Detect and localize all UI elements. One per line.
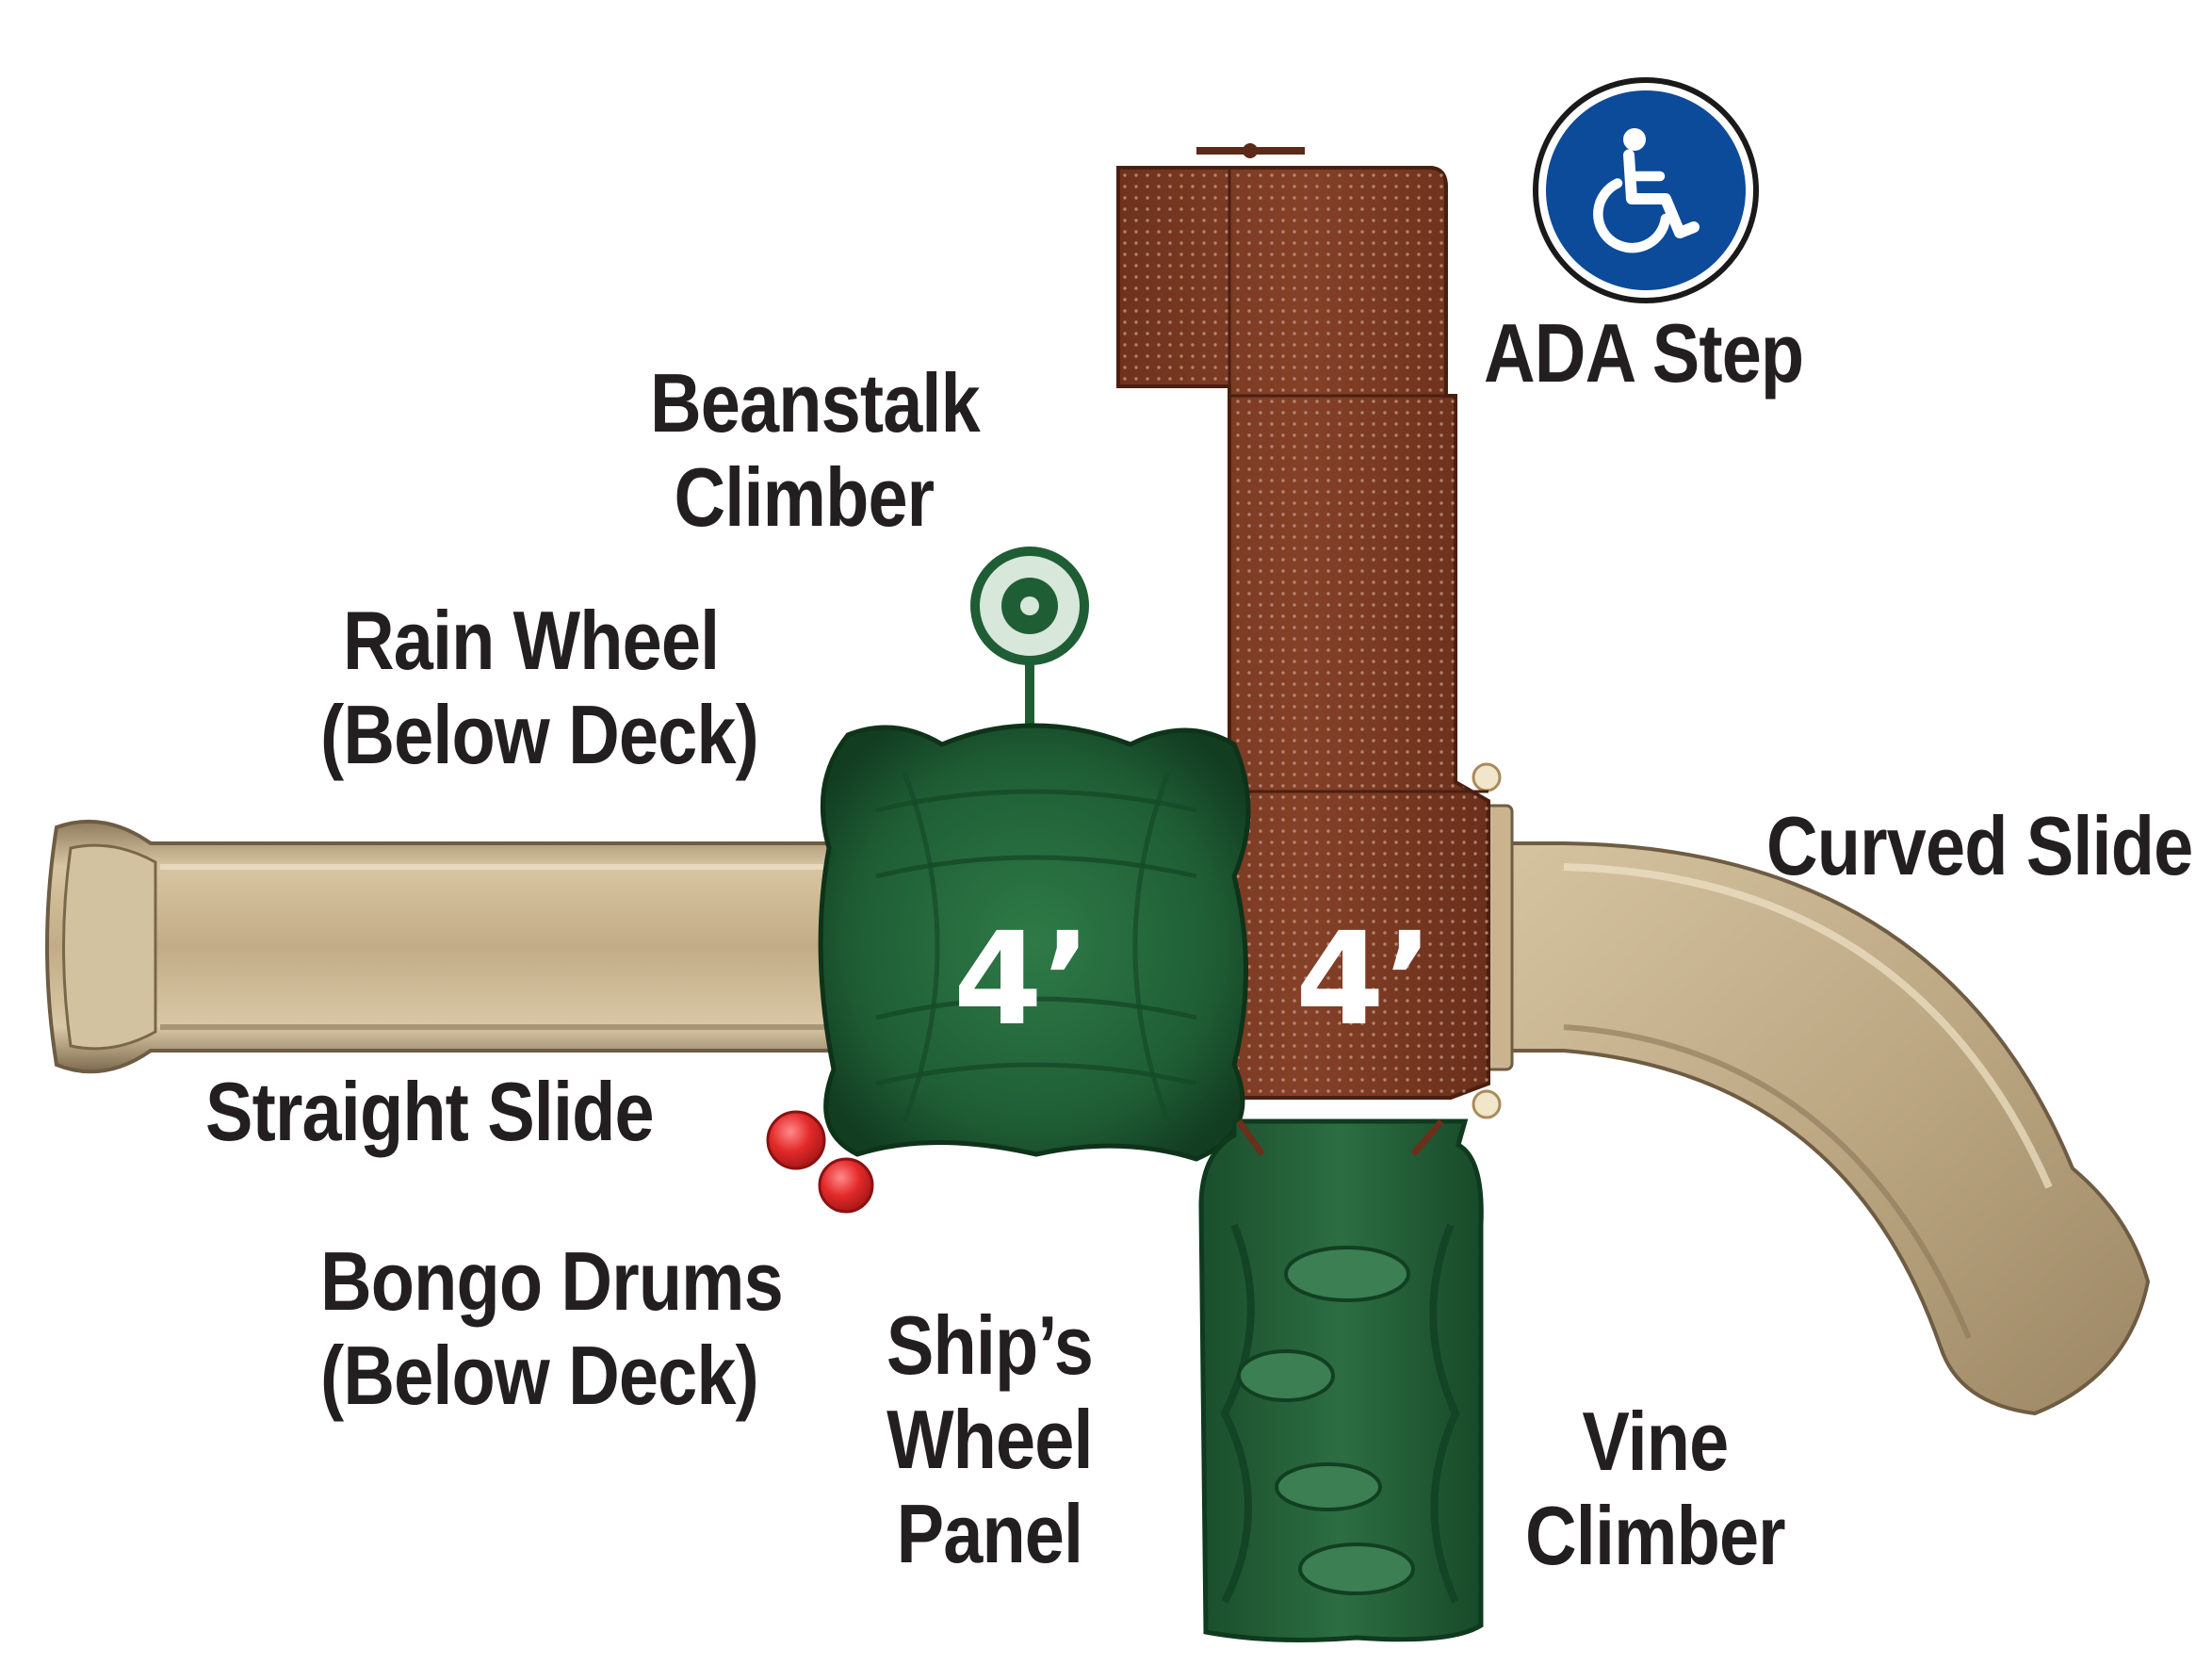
wheelchair-icon (1593, 128, 1700, 253)
straight-slide (45, 819, 850, 1074)
curved-slide (1472, 762, 2151, 1416)
label-ada-step: ADA Step (1484, 306, 1804, 400)
bongo-drums (766, 1110, 874, 1214)
ada-step-deck (1116, 143, 1490, 1100)
label-ships-wheel-panel: Ship’s Wheel Panel (876, 1298, 1103, 1581)
vine-climber (1198, 1118, 1484, 1642)
label-beanstalk-climber-line2: Climber (674, 450, 935, 544)
brown-deck-height: 4’ (1295, 906, 1434, 1054)
label-bongo-drums-line1: Bongo Drums (320, 1234, 784, 1328)
label-rain-wheel-line1: Rain Wheel (342, 594, 720, 687)
label-beanstalk-climber-line1: Beanstalk (650, 356, 981, 449)
label-vine-climber-line2: Climber (1525, 1489, 1786, 1582)
label-ships-wheel-panel-line3: Panel (896, 1487, 1083, 1580)
ada-badge-inner (1546, 90, 1746, 290)
label-straight-slide: Straight Slide (205, 1065, 655, 1158)
label-ships-wheel-panel-line1: Ship’s (886, 1298, 1094, 1392)
label-vine-climber-line1: Vine (1582, 1395, 1729, 1488)
label-ships-wheel-panel-line2: Wheel (886, 1393, 1093, 1486)
green-deck-height: 4’ (953, 906, 1092, 1054)
green-deck (818, 723, 1251, 1162)
ada-badge (1533, 77, 1759, 303)
label-vine-climber: Vine Climber (1521, 1395, 1789, 1583)
label-bongo-drums-line2: (Below Deck) (320, 1329, 759, 1422)
label-rain-wheel: Rain Wheel (Below Deck) (320, 594, 759, 782)
beanstalk-climber (970, 547, 1089, 726)
label-beanstalk-climber: Beanstalk Climber (650, 356, 981, 545)
label-curved-slide: Curved Slide (1766, 799, 2193, 892)
label-bongo-drums: Bongo Drums (Below Deck) (320, 1234, 784, 1423)
label-rain-wheel-line2: (Below Deck) (320, 688, 759, 781)
